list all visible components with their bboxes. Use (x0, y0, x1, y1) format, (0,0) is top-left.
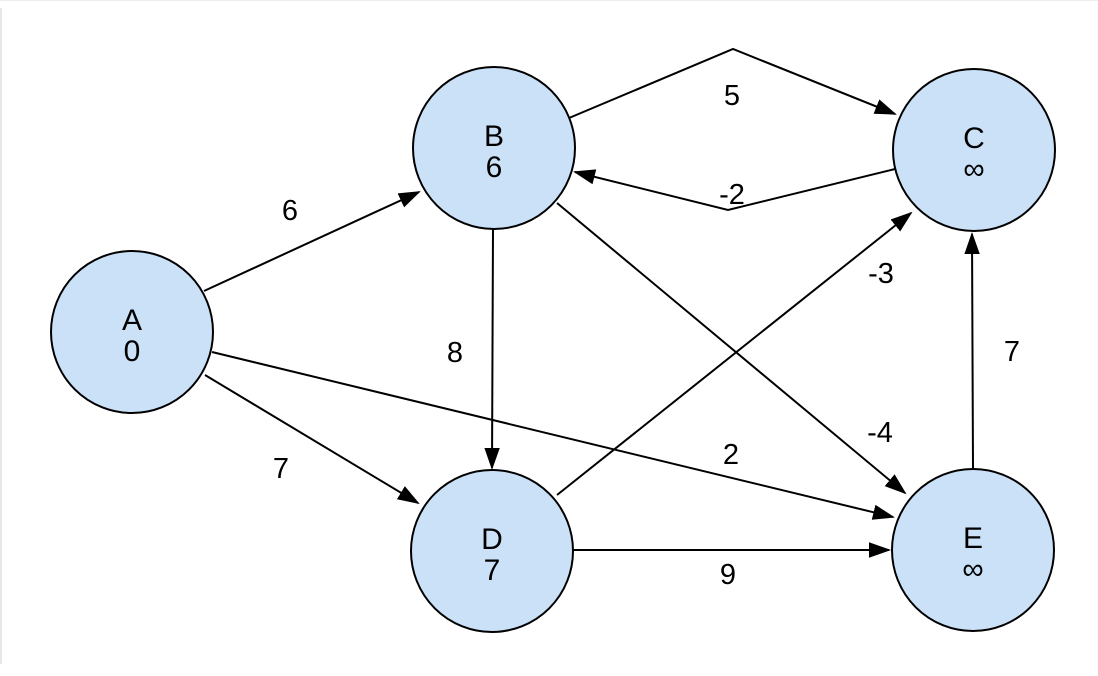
edge-A-E-weight-label: 2 (723, 439, 739, 471)
edge-C-B: -2 (573, 168, 896, 212)
node-C-label: C∞ (963, 122, 985, 186)
edge-A-D: 7 (204, 374, 420, 505)
node-E[interactable]: E∞ (891, 468, 1055, 632)
edge-B-E: -4 (556, 202, 907, 495)
node-C[interactable]: C∞ (892, 68, 1056, 232)
edge-B-E-line[interactable] (556, 202, 907, 495)
edge-A-B: 6 (203, 191, 421, 292)
node-B-circle[interactable] (412, 66, 576, 230)
edge-A-E-line[interactable] (211, 351, 895, 520)
edge-A-B-weight-label: 6 (282, 195, 298, 227)
edge-D-C-weight-label: -3 (868, 258, 894, 290)
edge-B-C-line[interactable] (568, 47, 897, 119)
edge-layer: 6 7 2 5 -2 8 -4 -3 9 7 (203, 47, 1020, 591)
node-D-circle[interactable] (410, 469, 574, 633)
edge-A-D-line[interactable] (204, 374, 420, 505)
edge-D-C: -3 (556, 211, 913, 496)
edge-A-B-line[interactable] (203, 191, 421, 292)
edge-E-C-weight-label: 7 (1004, 336, 1020, 368)
edge-B-C-weight-label: 5 (724, 80, 740, 112)
edge-C-B-line[interactable] (573, 168, 896, 212)
edge-A-D-weight-label: 7 (273, 453, 289, 485)
edge-B-D: 8 (447, 228, 500, 470)
edge-B-D-weight-label: 8 (447, 337, 463, 369)
node-A-circle[interactable] (50, 250, 214, 414)
edge-E-C-line[interactable] (964, 232, 980, 470)
edge-E-C: 7 (964, 232, 1020, 470)
edge-D-E: 9 (573, 542, 891, 591)
node-E-circle[interactable] (891, 468, 1055, 632)
edge-B-D-line[interactable] (484, 228, 500, 470)
node-E-label: E∞ (962, 522, 983, 586)
edge-D-E-weight-label: 9 (720, 559, 736, 591)
edge-B-E-weight-label: -4 (867, 417, 893, 449)
canvas-left-border (0, 8, 2, 664)
edge-A-E: 2 (211, 351, 895, 520)
node-C-circle[interactable] (892, 68, 1056, 232)
canvas-top-border (0, 0, 1098, 1)
edge-C-B-weight-label: -2 (719, 179, 745, 211)
edge-B-C: 5 (568, 47, 897, 119)
edge-D-C-line[interactable] (556, 211, 913, 496)
